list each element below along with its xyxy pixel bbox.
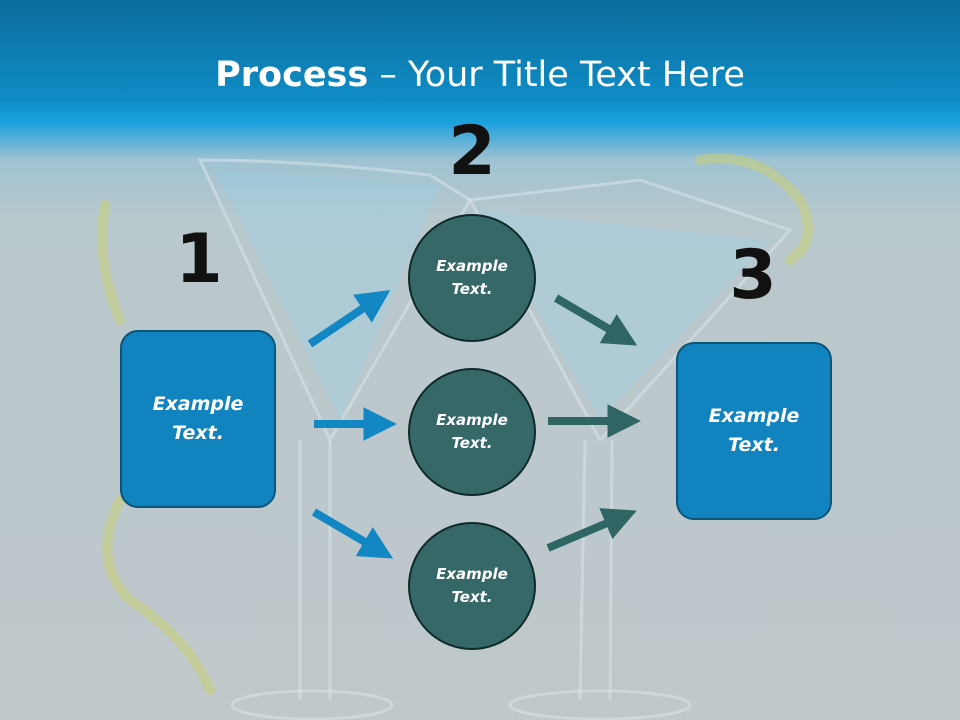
title-bold: Process (215, 55, 369, 95)
step-number-1: 1 (175, 220, 223, 299)
step-2-circle-top: Example Text. (408, 214, 536, 342)
arrow-1-to-bottom (311, 508, 394, 559)
step-number-3: 3 (729, 236, 777, 315)
arrow-bottom-to-3 (546, 508, 637, 552)
slide-title: Process – Your Title Text Here (0, 52, 960, 98)
arrow-top-to-3 (553, 294, 638, 346)
step-3-text: Example Text. (708, 405, 800, 456)
step-number-2: 2 (448, 112, 496, 191)
title-rest: – Your Title Text Here (368, 55, 745, 95)
circle-middle-text: Example Text. (436, 411, 508, 452)
circle-top-text: Example Text. (436, 257, 508, 298)
step-2-circle-middle: Example Text. (408, 368, 536, 496)
arrow-1-to-top (307, 290, 391, 348)
circle-bottom-text: Example Text. (436, 565, 508, 606)
step-1-text: Example Text. (152, 393, 244, 444)
step-3-box: Example Text. (676, 342, 832, 520)
step-2-circle-bottom: Example Text. (408, 522, 536, 650)
step-1-box: Example Text. (120, 330, 276, 508)
